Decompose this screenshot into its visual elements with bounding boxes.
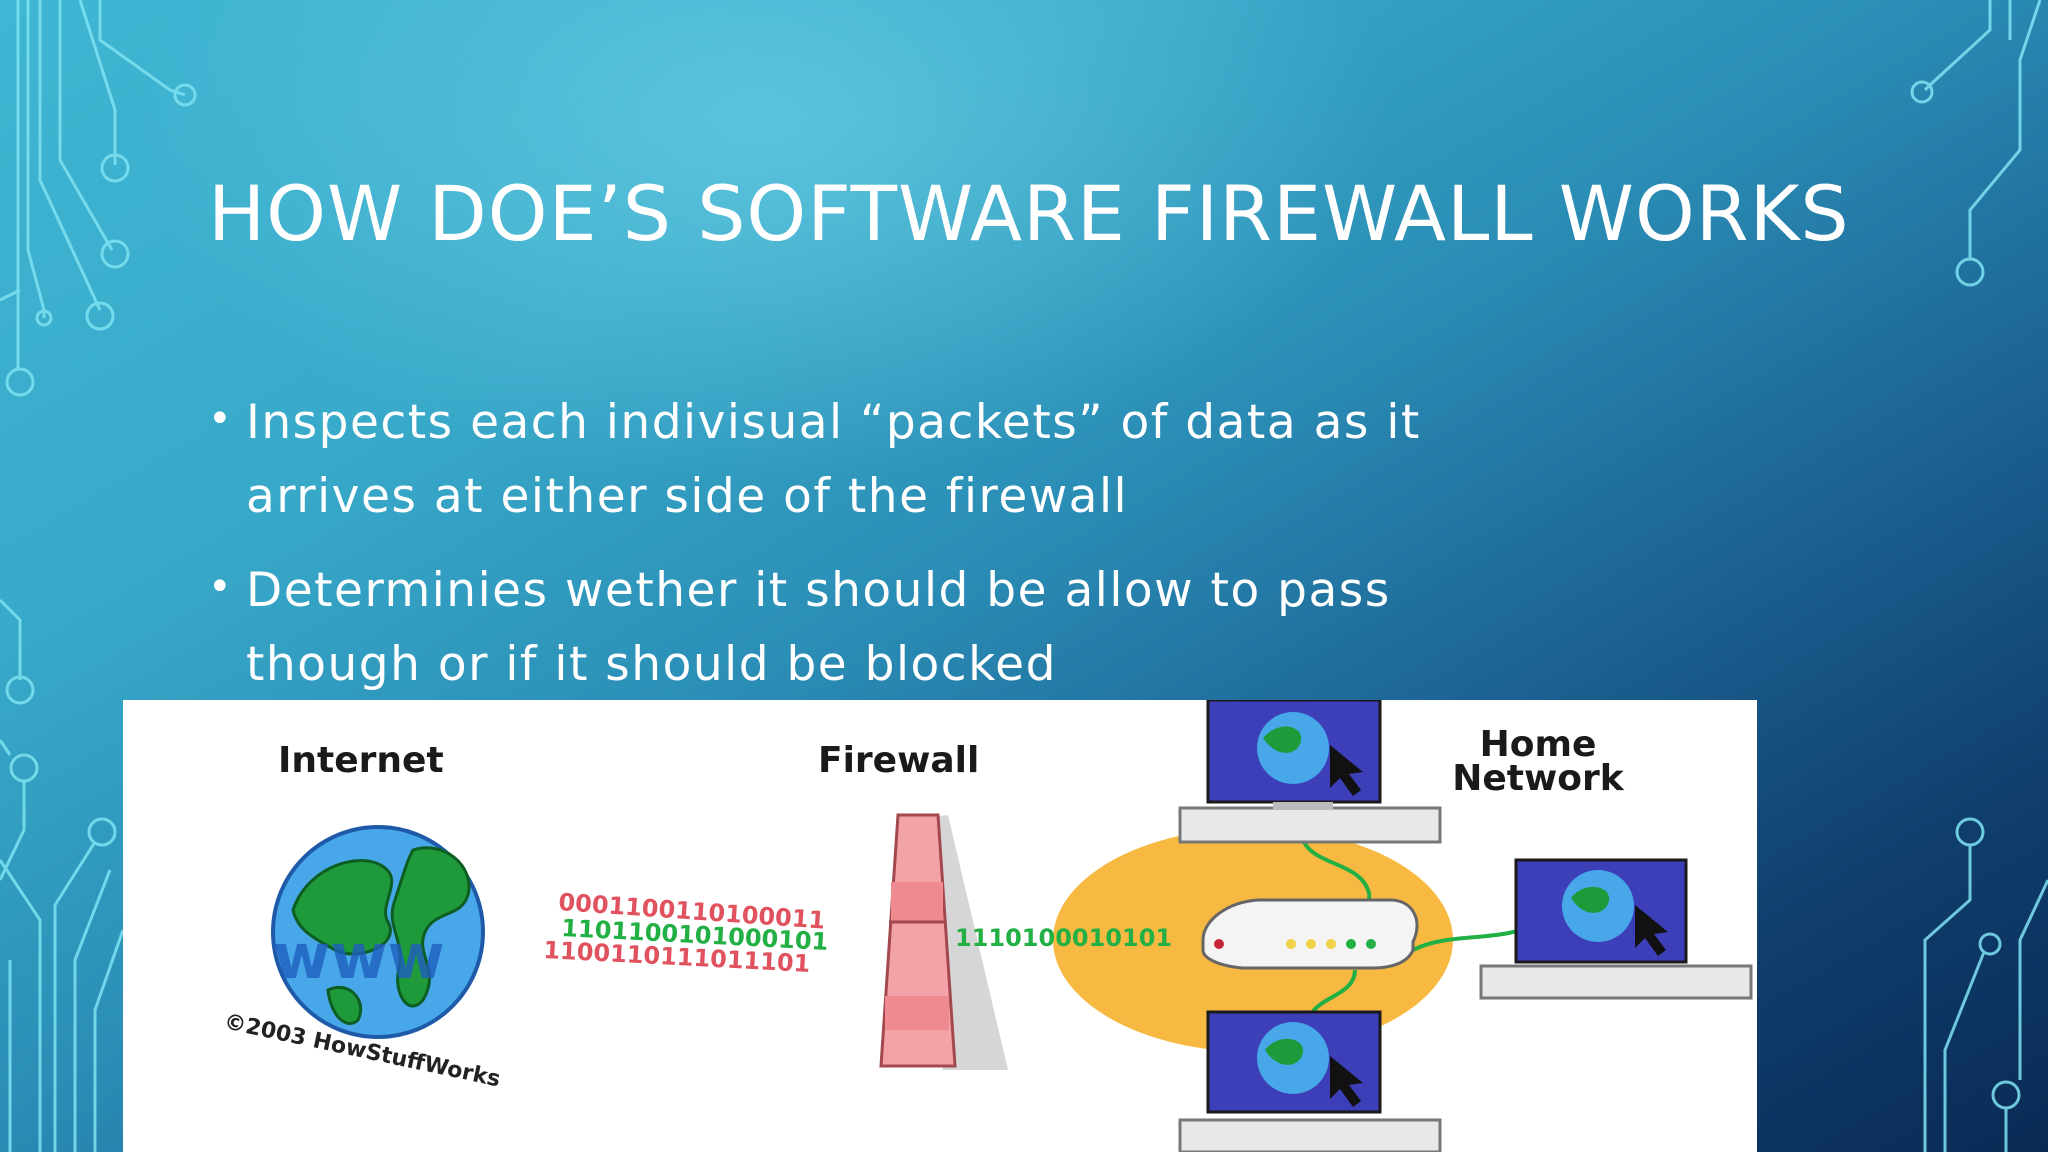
bullet-icon: • [208,396,234,442]
slide-title: HOW DOE’S SOFTWARE FIREWALL WORKS [208,169,1850,258]
firewall-diagram: www ©2003 HowStuffWorks Internet Firewal… [123,700,1757,1152]
cursor-icon [1330,1056,1363,1107]
bullet-text: Determinies wether it should be allow to… [246,563,1391,692]
cursor-icon [1635,905,1668,956]
bullet-icon: • [208,564,234,610]
bullet-text: Inspects each indivisual “packets” of da… [246,395,1421,524]
router-icon [1201,898,1419,970]
bullet-item: • Inspects each indivisual “packets” of … [208,386,1478,534]
internet-label: Internet [278,740,444,781]
bit-stream-outgoing: 1110100010101 [955,924,1172,952]
computer-icon [1178,1010,1442,1152]
cursor-icon [1330,745,1363,796]
globe-text: www [273,920,445,993]
bullet-list: • Inspects each indivisual “packets” of … [208,386,1478,722]
home-network-label: Home [1480,724,1597,765]
firewall-diagram-graphic: www ©2003 HowStuffWorks Internet Firewal… [222,700,1753,1152]
computer-icon [1178,700,1442,844]
computer-icon [1479,858,1753,1000]
firewall-label: Firewall [818,740,979,781]
home-network-label: Network [1452,758,1624,799]
bullet-item: • Determinies wether it should be allow … [208,554,1478,702]
firewall-icon [879,813,1008,1070]
globe-icon: www [271,825,485,1039]
